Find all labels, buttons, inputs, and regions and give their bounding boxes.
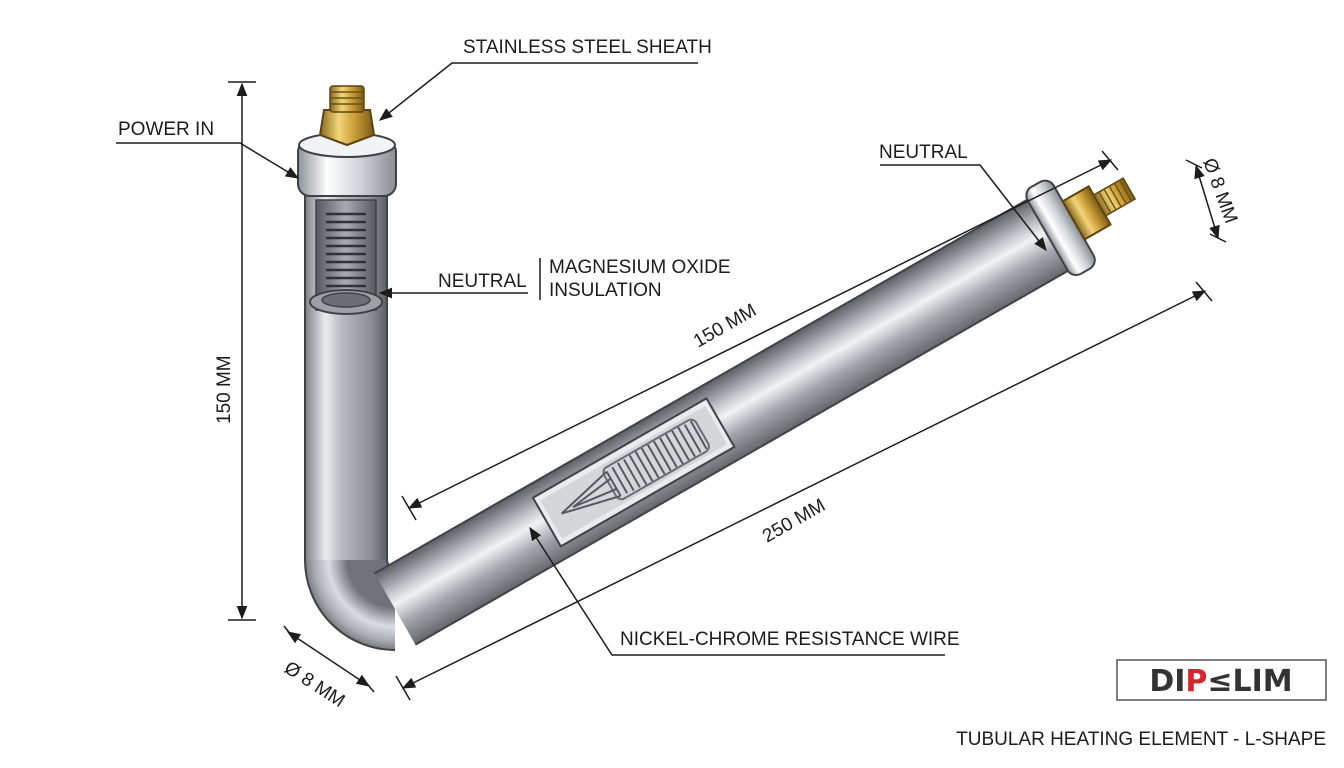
vertical-dimension-label: 150 MM [214, 355, 235, 424]
heating-element [297, 85, 1137, 651]
svg-text:DIP≤LIM: DIP≤LIM [1149, 664, 1292, 699]
magnesium-oxide-label: MAGNESIUM OXIDE [549, 257, 731, 278]
logo-part-3: ≤LIM [1207, 664, 1292, 699]
nickel-chrome-wire-label: NICKEL-CHROME RESISTANCE WIRE [620, 629, 960, 650]
top-terminal [297, 85, 397, 197]
stainless-steel-sheath-label: STAINLESS STEEL SHEATH [463, 37, 712, 58]
dimension-lines [228, 81, 1227, 701]
insulation-label: INSULATION [549, 280, 662, 301]
power-in-label: POWER IN [118, 119, 214, 140]
upper-dimension-label: 150 MM [690, 300, 760, 352]
diagram-caption: TUBULAR HEATING ELEMENT - L-SHAPE [956, 729, 1326, 750]
corner-shadow [0, 0, 70, 70]
neutral-right-label: NEUTRAL [879, 142, 968, 163]
brand-logo: DIP≤LIM [1116, 659, 1327, 701]
leader-lines [116, 62, 1047, 656]
lower-dimension-label: 250 MM [759, 495, 829, 547]
logo-part-1: DI [1149, 664, 1185, 699]
left-cutaway [309, 199, 383, 315]
right-diameter-label: Ø 8 MM [1198, 156, 1241, 227]
logo-part-2: P [1185, 664, 1207, 699]
neutral-left-label: NEUTRAL [438, 271, 527, 292]
tube-bend [305, 560, 395, 650]
